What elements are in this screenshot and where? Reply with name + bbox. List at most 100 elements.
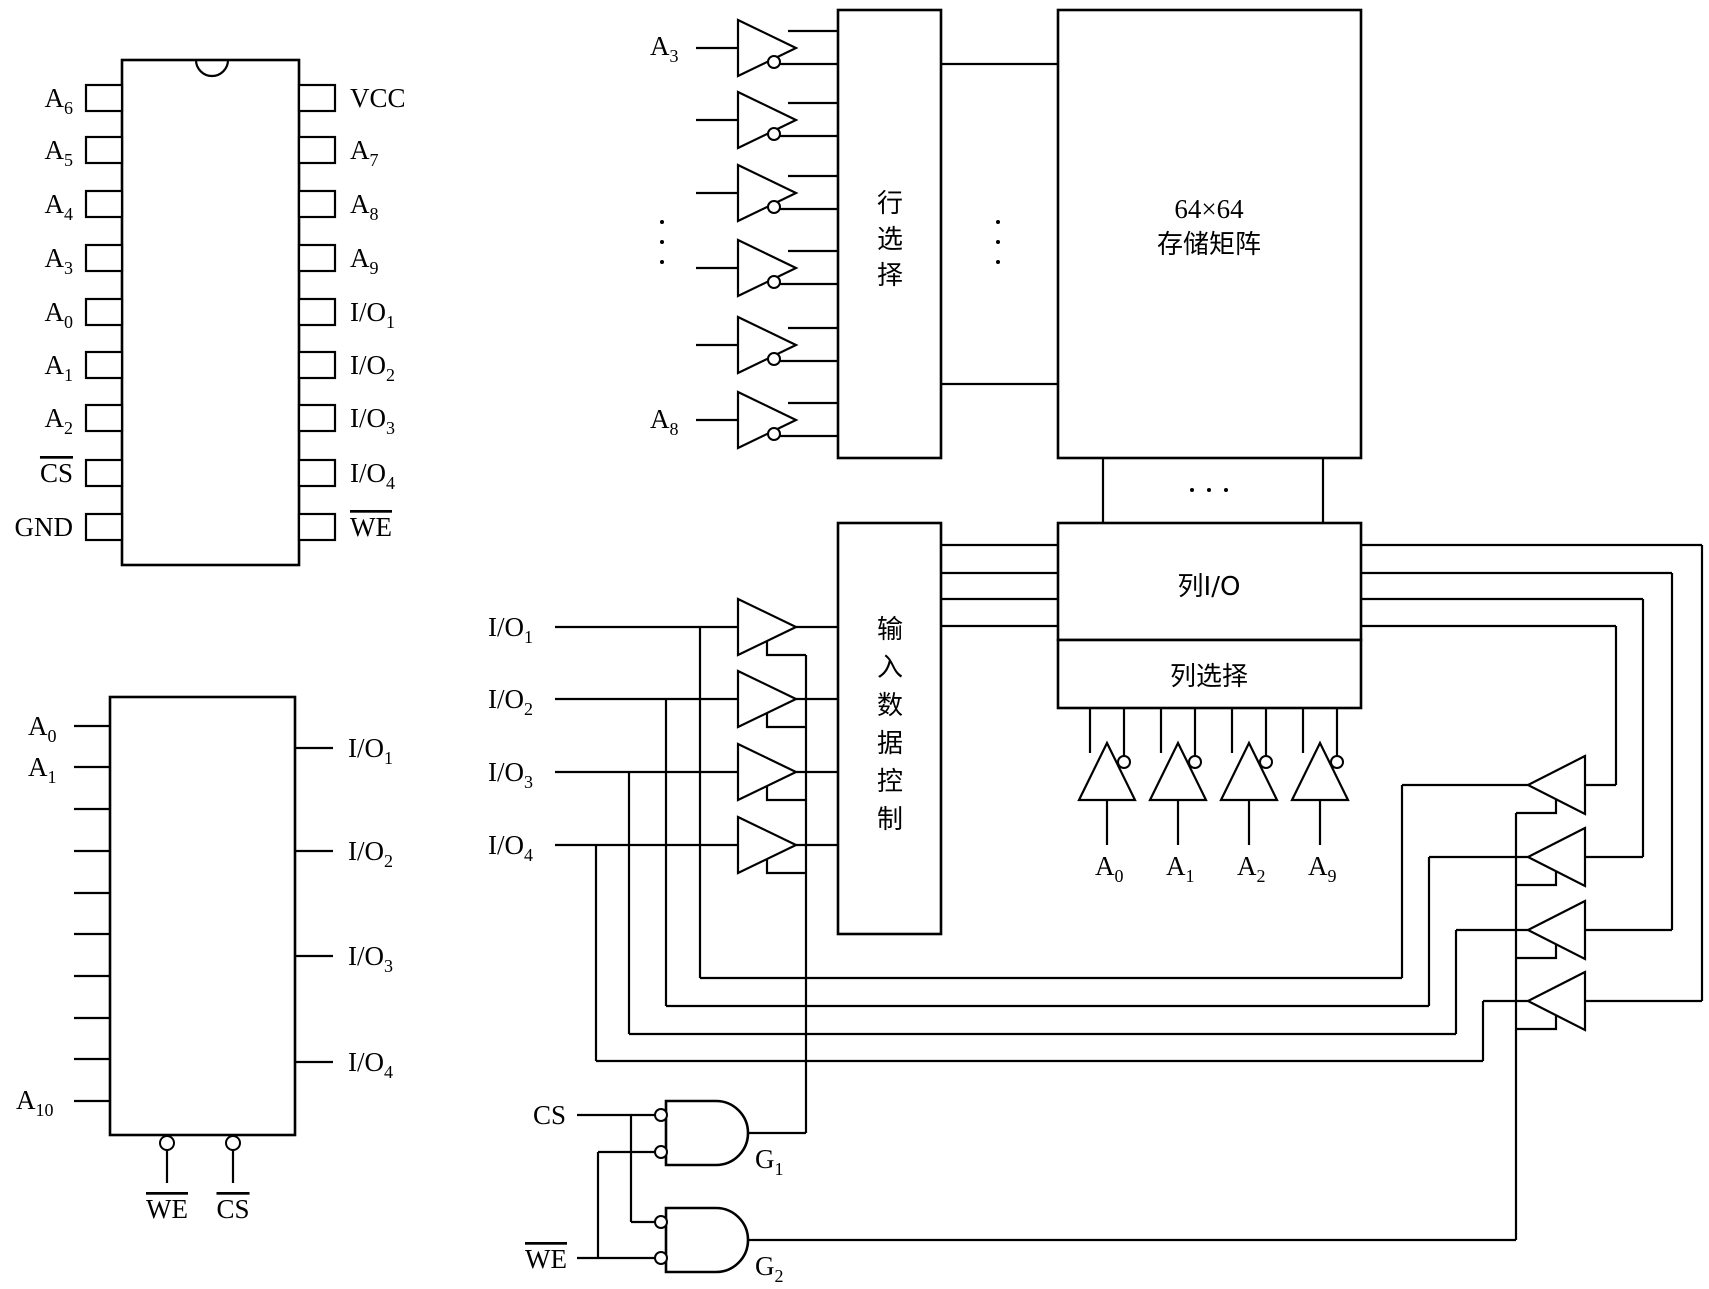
- column-address-label: A9: [1308, 851, 1337, 886]
- logic-output-label: I/O3: [348, 941, 393, 976]
- dip-pin-label-right: I/O2: [350, 350, 395, 385]
- row-buffer-triangle: [736, 18, 799, 78]
- dip-pin-left: [84, 189, 124, 219]
- read-enable-stub: [1516, 1015, 1558, 1031]
- row-buffer-bubble: [767, 127, 781, 141]
- dip-pin-label-right: I/O3: [350, 403, 395, 438]
- row-select-char: 择: [877, 261, 903, 291]
- dip-pin-right: [297, 83, 337, 113]
- row-buffer-bubble: [767, 200, 781, 214]
- io-label: I/O3: [488, 757, 533, 792]
- row-buffer-triangle: [736, 90, 799, 150]
- dip-pin-label-left: CS: [40, 458, 73, 488]
- dip-pin-right: [297, 512, 337, 542]
- input-data-control-char: 控: [877, 767, 903, 797]
- input-data-control-char: 据: [877, 729, 903, 759]
- dip-pin-label-left: A5: [45, 135, 74, 170]
- row-buffer-ellipsis: [660, 220, 664, 264]
- dip-pin-right: [297, 458, 337, 488]
- logic-output-label: I/O4: [348, 1047, 393, 1082]
- matrix-name-label: 存储矩阵: [1157, 230, 1261, 260]
- and-gate-g2: [664, 1206, 750, 1274]
- dip-pin-right: [297, 403, 337, 433]
- dip-pin-label-right: WE: [350, 512, 392, 542]
- logic-symbol-pins: [74, 724, 333, 1183]
- io-paths: I/O1I/O2I/O3I/O4: [488, 543, 1704, 1240]
- logic-bottom-bubble: [159, 1135, 175, 1151]
- dip-pin-label-right: A7: [350, 135, 379, 170]
- row-select-char: 行: [877, 189, 903, 219]
- dip-pin-left: [84, 135, 124, 165]
- write-enable-stub: [765, 713, 806, 729]
- g1-input-bubble: [654, 1108, 668, 1122]
- dip-pin-label-right: A9: [350, 243, 379, 278]
- row-buffer-triangle: [736, 163, 799, 223]
- dip-pin-label-left: A2: [45, 403, 74, 438]
- logic-input-label: A1: [28, 752, 57, 787]
- io-label: I/O4: [488, 830, 533, 865]
- logic-input-label: A10: [16, 1085, 54, 1120]
- row-select-box: [836, 8, 943, 460]
- input-data-control-box: [836, 521, 943, 936]
- write-enable-stub: [765, 786, 806, 802]
- row-address-label-top: A3: [650, 31, 679, 66]
- g2-input-bubble: [654, 1251, 668, 1265]
- row-buffer-bubble: [767, 55, 781, 69]
- and-gate-g1: [664, 1099, 750, 1167]
- column-buffer-bubble: [1259, 755, 1273, 769]
- logic-output-label: I/O1: [348, 733, 393, 768]
- dip-pin-right: [297, 297, 337, 327]
- storage-matrix-box: [1056, 8, 1363, 460]
- dip-pin-left: [84, 350, 124, 380]
- read-enable-stub: [1516, 944, 1558, 960]
- logic-input-label: A0: [28, 711, 57, 746]
- matrix-size-label: 64×64: [1174, 194, 1244, 224]
- column-address-label: A1: [1166, 851, 1195, 886]
- column-buffer-bubble: [1117, 755, 1131, 769]
- cs-label: CS: [533, 1100, 566, 1130]
- column-address-label: A0: [1095, 851, 1124, 886]
- column-select-label: 列选择: [1170, 662, 1248, 692]
- column-address-label: A2: [1237, 851, 1266, 886]
- column-io-label: 列I/O: [1178, 572, 1241, 602]
- read-enable-stub: [1516, 799, 1558, 815]
- dip-body: [120, 58, 301, 567]
- write-enable-stub: [765, 859, 806, 875]
- row-buffer-bubble: [767, 427, 781, 441]
- dip-pin-right: [297, 350, 337, 380]
- dip-pin-left: [84, 297, 124, 327]
- column-select-box: [1056, 638, 1363, 710]
- column-io-box: [1056, 521, 1363, 642]
- input-data-control-char: 入: [877, 653, 903, 683]
- column-ellipsis: [1190, 488, 1228, 492]
- dip-pin-label-right: I/O1: [350, 297, 395, 332]
- dip-pin-label-left: A3: [45, 243, 74, 278]
- dip-pin-label-right: A8: [350, 189, 379, 224]
- logic-output-label: I/O2: [348, 836, 393, 871]
- g2-input-bubble: [654, 1215, 668, 1229]
- row-buffer-bubble: [767, 275, 781, 289]
- dip-pin-right: [297, 189, 337, 219]
- dip-notch: [194, 59, 230, 78]
- dip-pin-label-left: A0: [45, 297, 74, 332]
- row-select-char: 选: [877, 225, 903, 255]
- dip-pin-left: [84, 243, 124, 273]
- io-label: I/O2: [488, 684, 533, 719]
- dip-pin-label-left: A4: [45, 189, 74, 224]
- column-address-buffers: A0 A1 A2 A9: [1077, 708, 1350, 886]
- logic-bottom-bubble: [225, 1135, 241, 1151]
- column-buffer-triangle: [1148, 740, 1208, 802]
- column-buffer-bubble: [1188, 755, 1202, 769]
- row-address-label-bottom: A8: [650, 404, 679, 439]
- row-select-label: 行选择: [877, 189, 903, 291]
- column-buffer-bubble: [1330, 755, 1344, 769]
